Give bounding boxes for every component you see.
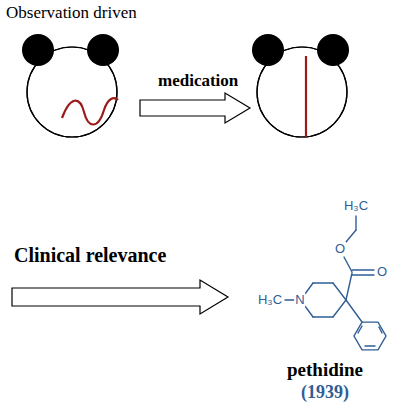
atom-label: H₃C <box>257 293 283 307</box>
pethidine-structure <box>285 216 386 350</box>
atom-label: H₃C <box>343 199 369 213</box>
mouse-after <box>252 34 349 137</box>
arrow-label: Clinical relevance <box>14 244 166 266</box>
year-label: (1939) <box>301 383 349 403</box>
title: Observation driven <box>6 4 137 23</box>
atom-label: O <box>334 242 346 256</box>
mouse-before <box>22 34 119 137</box>
atom-label: N <box>294 293 305 307</box>
hollow-arrow <box>140 93 250 123</box>
hollow-arrow <box>12 280 228 314</box>
compound-name: pethidine <box>287 360 363 381</box>
arrow-label: medication <box>158 72 238 91</box>
atom-label: O <box>376 265 388 279</box>
